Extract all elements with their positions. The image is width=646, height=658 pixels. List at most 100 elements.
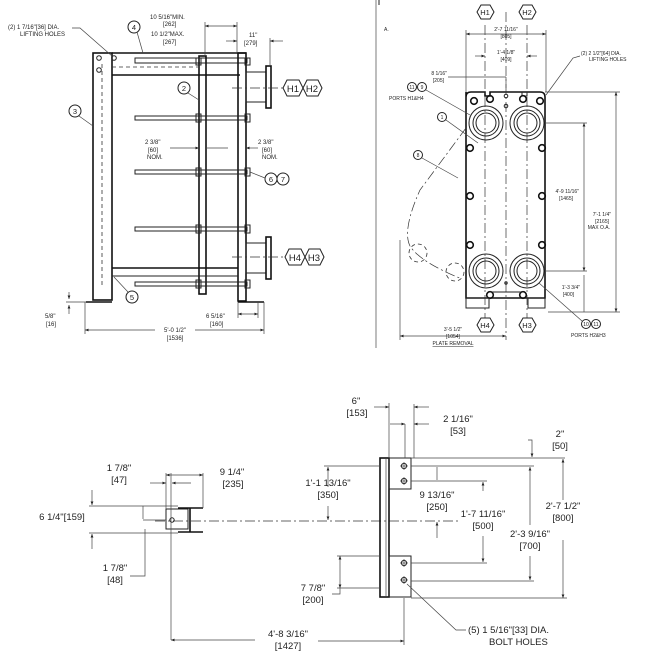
dim-200-mm-label: [200] (302, 595, 323, 606)
dim-914-mm-label: [235] (222, 479, 243, 490)
movable-pressure-plate (198, 55, 207, 295)
foundation-view: 9 1/4" [235] 1 7/8" [47] 6 1/4"[159] 1 7… (39, 396, 580, 652)
frame-column (92, 52, 113, 301)
balloon-11-h2h3: 11 (591, 319, 601, 329)
max-oa-label: MAX O.A. (588, 225, 610, 231)
dim-overall-label: 5'-0 1/2" (164, 328, 186, 334)
dim-bottom-port-label: 1'-3 3/4" (562, 285, 581, 291)
svg-text:H4: H4 (480, 321, 490, 330)
svg-text:9: 9 (421, 85, 424, 91)
dim-614-label: 6 1/4"[159] (39, 512, 85, 523)
dim-nom-left-mm-label: [60] (148, 148, 158, 154)
bolt-holes-leader (406, 583, 466, 631)
leader-line (545, 55, 581, 96)
dim-200-label: 7 7/8" (301, 583, 326, 594)
dim-800-label: 2'-7 1/2" (546, 501, 581, 512)
svg-text:6: 6 (269, 175, 273, 184)
dim-6516-label: 6 5/16" (206, 314, 225, 320)
dim-816-label: 8 1/16" (431, 71, 447, 77)
dim-250-mm-label: [250] (426, 502, 447, 513)
dim-350-label: 1'-1 13/16" (305, 478, 350, 489)
port-tag-h3: H3 (304, 248, 325, 266)
dim-11-mm-label: [279] (244, 41, 258, 47)
balloon-6: 6 (264, 172, 278, 186)
balloon-10-h2h3: 10 (538, 282, 591, 329)
dim-line-178-bottom-leader (130, 529, 146, 577)
svg-text:H1: H1 (287, 84, 299, 95)
nozzle-top (245, 65, 272, 109)
balloon-1: 1 (437, 112, 479, 144)
svg-text:11: 11 (409, 85, 414, 91)
front-view: A. (384, 4, 627, 347)
dim-1427-label: 4'-8 3/16" (268, 629, 308, 640)
dim-500-label: 1'-7 11/16" (461, 509, 506, 520)
front-lifting-holes-note-line2: LIFTING HOLES (589, 57, 627, 63)
bolt-hole-icon (400, 559, 408, 567)
front-lifting-holes-note: (2) 2 1/2"[64] DIA. (581, 51, 621, 57)
dim-port-spacing-label: 1'-4 1/8" (497, 50, 516, 56)
port-h3 (509, 253, 545, 289)
foot-plate-bottom (388, 555, 412, 598)
dim-700-mm-label: [700] (519, 541, 540, 552)
dim-line-200-leader (332, 588, 341, 595)
svg-text:8: 8 (417, 153, 420, 159)
bolt-hole-icon (400, 576, 408, 584)
dim-nom-right-mm-label: [60] (262, 148, 272, 154)
bolt-holes-note-line2: BOLT HOLES (489, 637, 548, 648)
dim-500-mm-label: [500] (472, 521, 493, 532)
port-h1 (468, 105, 504, 141)
port-tag-h4: H4 (284, 248, 306, 266)
dim-nom-right-label: 2 3/8" (258, 140, 273, 146)
dim-port-spacing-mm-label: [409] (500, 57, 512, 63)
balloon-4: 4 (127, 20, 144, 54)
lifting-hole-icon (111, 55, 117, 61)
front-port-tag-h1: H1 (476, 4, 495, 20)
dim-nom-left-nom: NOM. (147, 155, 163, 161)
swing-hole (408, 243, 428, 263)
lifting-holes-note-line2: LIFTING HOLES (20, 32, 65, 38)
dim-nom-right-nom: NOM. (262, 155, 278, 161)
fixed-pressure-plate (237, 52, 247, 302)
dim-2-label: 2" (556, 429, 565, 440)
column-bolt-icon (96, 55, 102, 61)
svg-text:H1: H1 (480, 8, 490, 17)
port-tag-h2: H2 (302, 79, 323, 97)
view-marker: A. (384, 27, 389, 33)
front-port-tag-h4: H4 (476, 317, 495, 333)
swing-hole (445, 262, 465, 282)
front-port-tag-h2: H2 (518, 4, 537, 20)
svg-text:7: 7 (281, 175, 285, 184)
dim-6516-mm-label: [160] (210, 322, 224, 328)
svg-text:5: 5 (130, 293, 134, 302)
dim-port-vertical-label: 4'-9 11/16" (556, 189, 580, 195)
dim-line-2 (528, 439, 534, 457)
balloon-8: 8 (413, 150, 459, 179)
dim-overall-mm-label: [1536] (167, 336, 184, 342)
svg-text:4: 4 (132, 23, 136, 32)
svg-text:1: 1 (441, 115, 444, 121)
dim-250-label: 9 13/16" (419, 490, 454, 501)
svg-text:H2: H2 (522, 8, 532, 17)
port-h4 (468, 253, 504, 289)
plate-removal-swing (407, 127, 467, 280)
dim-178-bottom-mm-label: [48] (107, 575, 123, 586)
dim-width-mm-label: [805] (500, 34, 512, 40)
foot-right (527, 297, 546, 309)
dim-max-mm-label: [267] (163, 40, 177, 46)
svg-text:H3: H3 (308, 253, 320, 264)
plate-removal-label: PLATE REMOVAL (433, 341, 474, 347)
ports-h1h4-label: PORTS H1&H4 (389, 96, 424, 102)
svg-text:H4: H4 (289, 253, 301, 264)
tie-rod (134, 57, 248, 64)
foot-left (465, 297, 490, 309)
i-beam-support (165, 507, 203, 533)
dim-6-mm-label: [153] (346, 408, 367, 419)
dim-min-mm-label: [262] (163, 22, 177, 28)
bolt-hole-icon (400, 477, 408, 485)
dim-700-label: 2'-3 9/16" (510, 529, 550, 540)
svg-text:3: 3 (73, 107, 77, 116)
svg-text:H3: H3 (522, 321, 532, 330)
dim-178-top-mm-label: [47] (111, 475, 127, 486)
balloon-5: 5 (113, 276, 139, 304)
frame-plate-outline (465, 91, 546, 299)
